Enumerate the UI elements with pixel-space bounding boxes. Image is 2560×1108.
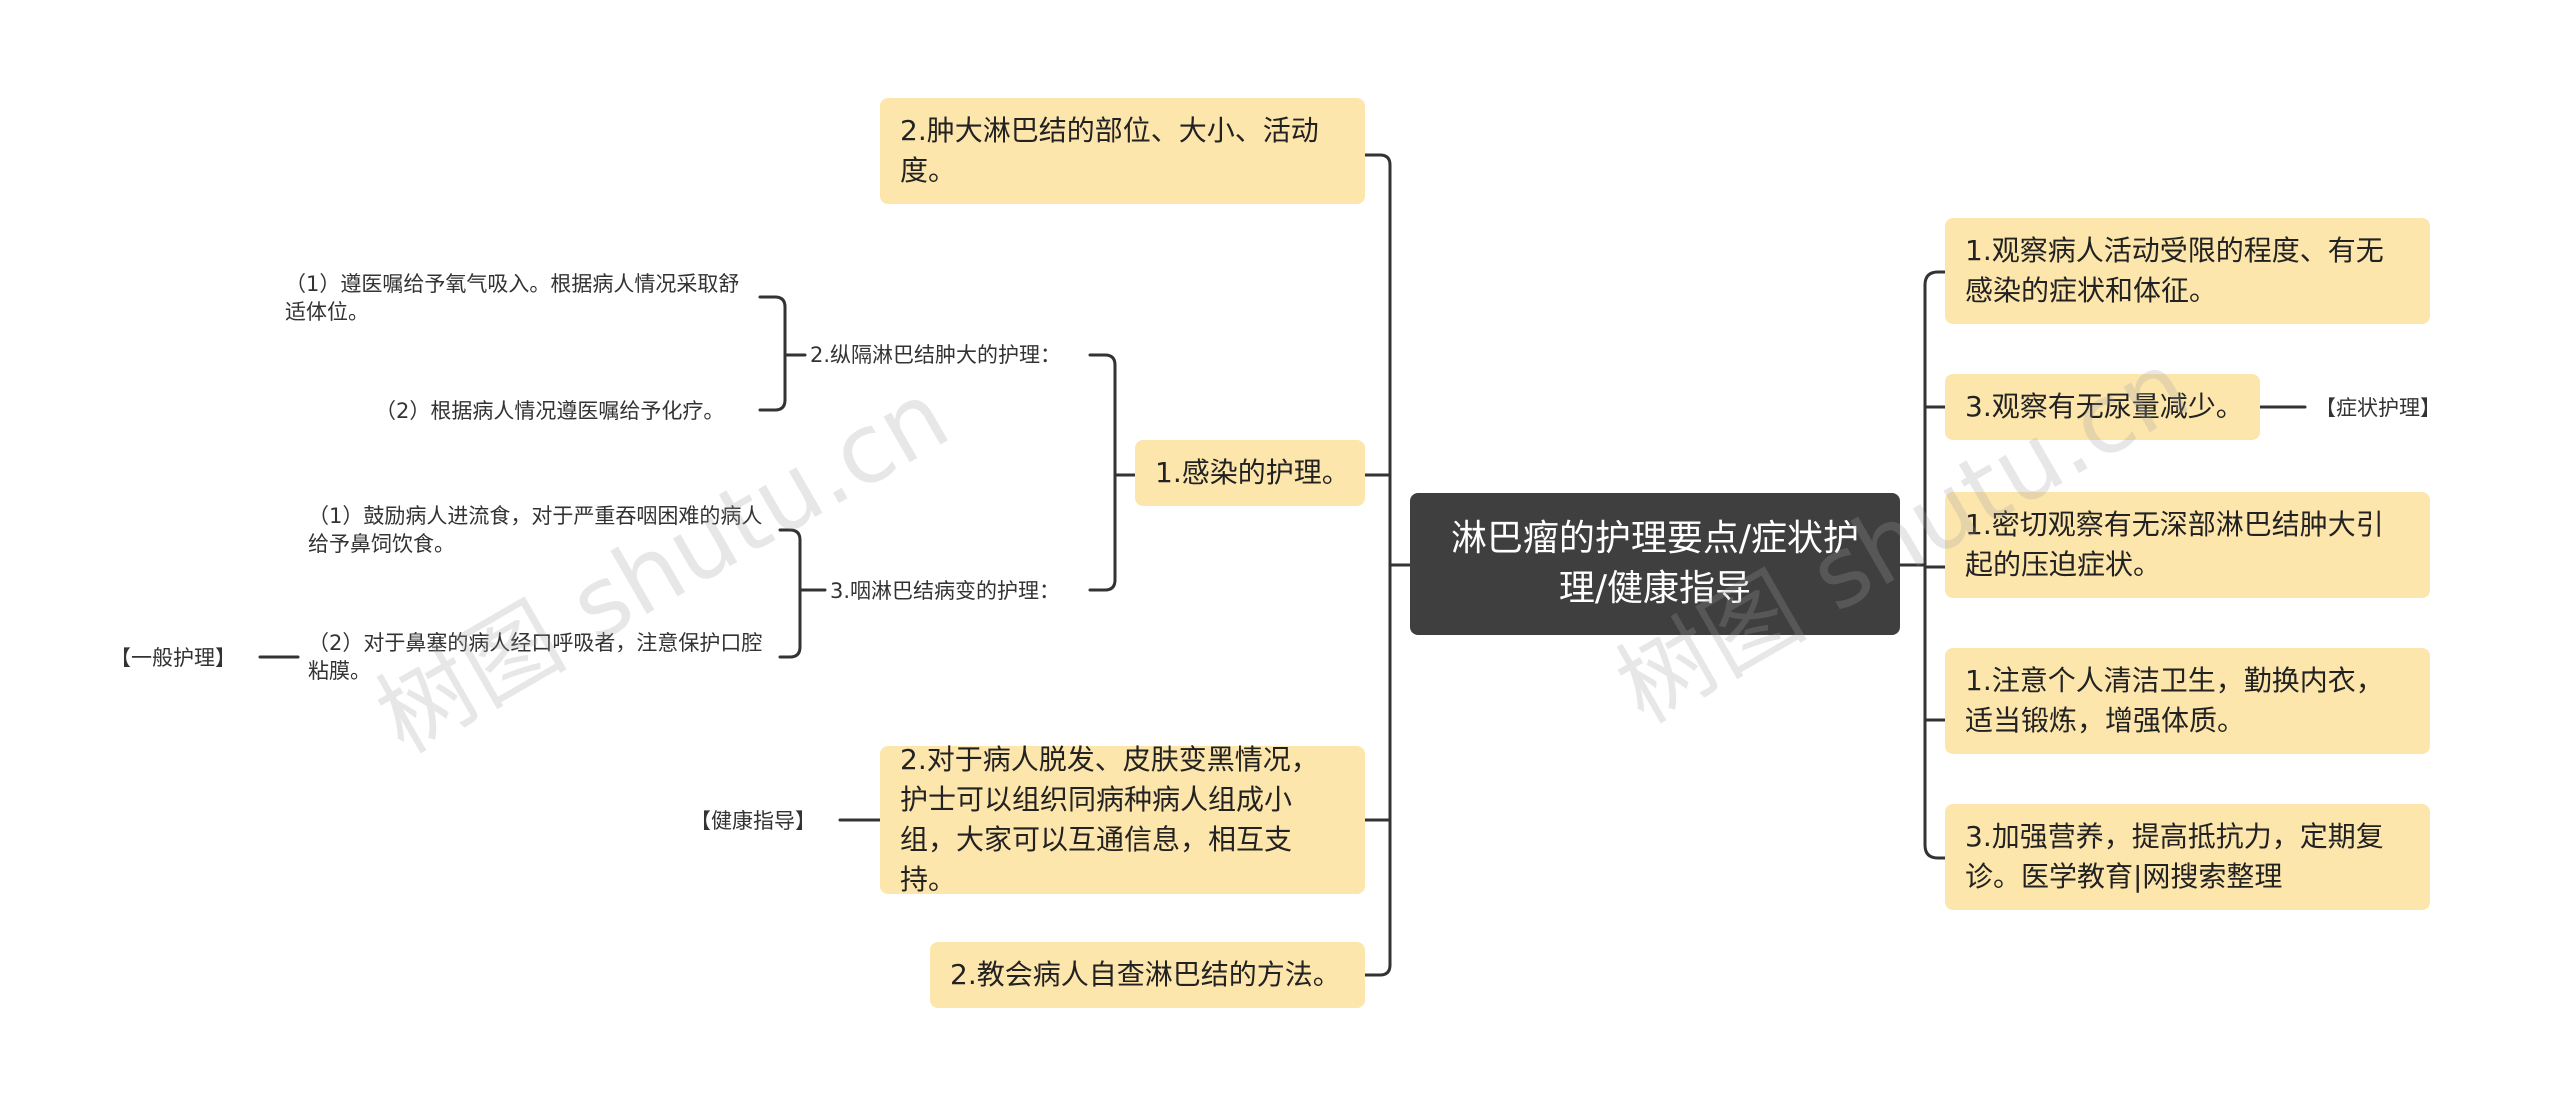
center-topic[interactable]: 淋巴瘤的护理要点/症状护理/健康指导: [1410, 493, 1900, 635]
tag-general-care-text: 【一般护理】: [110, 646, 236, 670]
leaf-chemotherapy-text: （2）根据病人情况遵医嘱给予化疗。: [375, 399, 725, 423]
node-compression-observation-text: 1.密切观察有无深部淋巴结肿大引起的压迫症状。: [1965, 508, 2384, 581]
node-urine-observation-text: 3.观察有无尿量减少。: [1965, 390, 2244, 423]
leaf-liquid-diet-text: （1）鼓励病人进流食，对于严重吞咽困难的病人给予鼻饲饮食。: [308, 504, 763, 556]
node-activity-observation-text: 1.观察病人活动受限的程度、有无感染的症状和体征。: [1965, 234, 2384, 307]
tag-health-guidance[interactable]: 【健康指导】: [690, 805, 816, 835]
node-hair-loss-support-text: 2.对于病人脱发、皮肤变黑情况，护士可以组织同病种病人组成小组，大家可以互通信息…: [900, 743, 1319, 896]
node-hair-loss-support[interactable]: 2.对于病人脱发、皮肤变黑情况，护士可以组织同病种病人组成小组，大家可以互通信息…: [880, 743, 1365, 896]
node-nutrition[interactable]: 3.加强营养，提高抵抗力，定期复诊。医学教育|网搜索整理: [1945, 804, 2430, 910]
leaf-oral-mucosa[interactable]: （2）对于鼻塞的病人经口呼吸者，注意保护口腔粘膜。: [308, 627, 778, 687]
node-infection-care-text: 1.感染的护理。: [1155, 456, 1350, 489]
leaf-oxygen-therapy[interactable]: （1）遵医嘱给予氧气吸入。根据病人情况采取舒适体位。: [285, 268, 755, 328]
node-infection-care[interactable]: 1.感染的护理。: [1135, 440, 1365, 506]
tag-health-guidance-text: 【健康指导】: [690, 809, 816, 833]
node-pharyngeal-care[interactable]: 3.咽淋巴结病变的护理：: [830, 576, 1060, 606]
leaf-chemotherapy[interactable]: （2）根据病人情况遵医嘱给予化疗。: [375, 396, 760, 426]
leaf-oxygen-therapy-text: （1）遵医嘱给予氧气吸入。根据病人情况采取舒适体位。: [285, 272, 740, 324]
node-compression-observation[interactable]: 1.密切观察有无深部淋巴结肿大引起的压迫症状。: [1945, 492, 2430, 598]
tag-symptom-care-text: 【症状护理】: [2315, 396, 2441, 420]
node-self-check[interactable]: 2.教会病人自查淋巴结的方法。: [930, 942, 1365, 1008]
node-hygiene[interactable]: 1.注意个人清洁卫生，勤换内衣，适当锻炼，增强体质。: [1945, 648, 2430, 754]
node-activity-observation[interactable]: 1.观察病人活动受限的程度、有无感染的症状和体征。: [1945, 218, 2430, 324]
node-mediastinal-care[interactable]: 2.纵隔淋巴结肿大的护理：: [810, 340, 1061, 370]
node-urine-observation[interactable]: 3.观察有无尿量减少。: [1945, 374, 2260, 440]
leaf-oral-mucosa-text: （2）对于鼻塞的病人经口呼吸者，注意保护口腔粘膜。: [308, 631, 763, 683]
node-hygiene-text: 1.注意个人清洁卫生，勤换内衣，适当锻炼，增强体质。: [1965, 664, 2384, 737]
leaf-liquid-diet[interactable]: （1）鼓励病人进流食，对于严重吞咽困难的病人给予鼻饲饮食。: [308, 500, 778, 560]
node-swelling-location-text: 2.肿大淋巴结的部位、大小、活动度。: [900, 114, 1319, 187]
node-swelling-location[interactable]: 2.肿大淋巴结的部位、大小、活动度。: [880, 98, 1365, 204]
node-self-check-text: 2.教会病人自查淋巴结的方法。: [950, 958, 1341, 991]
node-nutrition-text: 3.加强营养，提高抵抗力，定期复诊。医学教育|网搜索整理: [1965, 820, 2384, 893]
node-mediastinal-care-text: 2.纵隔淋巴结肿大的护理：: [810, 343, 1062, 367]
tag-general-care[interactable]: 【一般护理】: [110, 642, 236, 672]
center-topic-title: 淋巴瘤的护理要点/症状护理/健康指导: [1450, 518, 1860, 609]
node-pharyngeal-care-text: 3.咽淋巴结病变的护理：: [830, 579, 1061, 603]
tag-symptom-care[interactable]: 【症状护理】: [2315, 392, 2441, 422]
